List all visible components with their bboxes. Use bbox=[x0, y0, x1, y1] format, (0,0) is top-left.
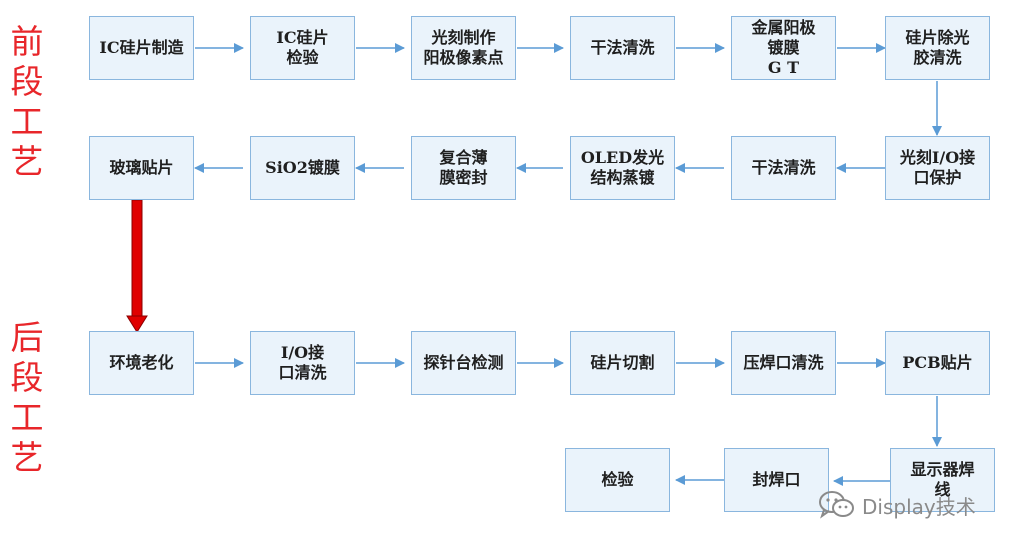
step-bonding-pad-cleaning: 压焊口清洗 bbox=[731, 331, 836, 395]
step-metal-anode-coating: 金属阳极 镀膜 G T bbox=[731, 16, 836, 80]
step-thin-film-encapsulation: 复合薄 膜密封 bbox=[411, 136, 516, 200]
step-sio2-coating: SiO2镀膜 bbox=[250, 136, 355, 200]
step-wafer-dicing: 硅片切割 bbox=[570, 331, 675, 395]
step-ic-wafer-manufacturing: IC硅片制造 bbox=[89, 16, 194, 80]
step-lithography-anode-pixels: 光刻制作 阳极像素点 bbox=[411, 16, 516, 80]
step-oled-evaporation: OLED发光 结构蒸镀 bbox=[570, 136, 675, 200]
step-dry-cleaning-1: 干法清洗 bbox=[570, 16, 675, 80]
step-environmental-aging: 环境老化 bbox=[89, 331, 194, 395]
step-display-wire-bonding: 显示器焊 线 bbox=[890, 448, 995, 512]
stage-transition-arrow bbox=[126, 199, 148, 333]
watermark: Display技术 bbox=[818, 490, 976, 520]
step-dry-cleaning-2: 干法清洗 bbox=[731, 136, 836, 200]
step-photoresist-removal: 硅片除光 胶清洗 bbox=[885, 16, 990, 80]
step-final-inspection: 检验 bbox=[565, 448, 670, 512]
step-io-port-cleaning: I/O接 口清洗 bbox=[250, 331, 355, 395]
stage-label-front: 前段工艺 bbox=[10, 22, 44, 181]
stage-label-back: 后段工艺 bbox=[10, 318, 44, 477]
step-ic-wafer-inspection: IC硅片 检验 bbox=[250, 16, 355, 80]
step-bond-sealing: 封焊口 bbox=[724, 448, 829, 512]
step-glass-bonding: 玻璃贴片 bbox=[89, 136, 194, 200]
wechat-icon bbox=[819, 491, 854, 519]
step-io-port-protection: 光刻I/O接 口保护 bbox=[885, 136, 990, 200]
step-pcb-mounting: PCB贴片 bbox=[885, 331, 990, 395]
step-probe-station-test: 探针台检测 bbox=[411, 331, 516, 395]
watermark-text: Display技术 bbox=[862, 494, 976, 519]
